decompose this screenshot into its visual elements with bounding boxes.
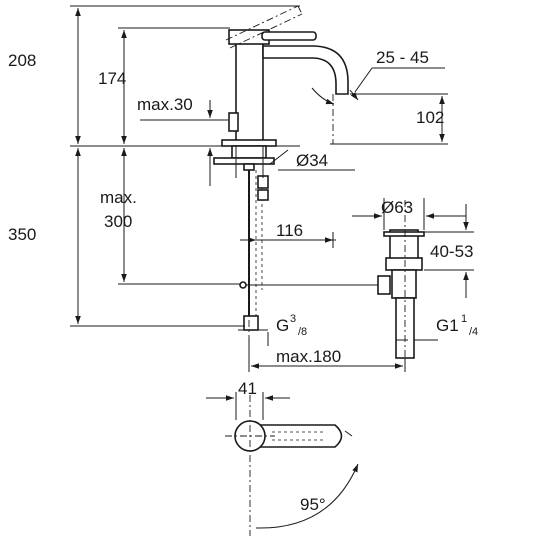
dim-aerator-height: 102 [416, 108, 444, 127]
base-plate [221, 139, 277, 147]
svg-text:G: G [276, 316, 289, 335]
svg-text:3: 3 [290, 313, 296, 325]
dimension-labels: 208 174 max.30 25 - 45 102 Ø34 max. 300 … [8, 48, 478, 514]
faucet-top-view [225, 395, 359, 536]
dim-hole-diameter: Ø34 [296, 151, 328, 170]
dim-waste-diameter: Ø63 [381, 198, 413, 217]
faucet-body [235, 39, 264, 144]
spout [262, 45, 349, 95]
dim-swivel-angle: 95° [300, 495, 326, 514]
popup-knob [228, 112, 239, 132]
dim-waste-thread: G1 1 /4 [436, 313, 478, 338]
lever-tilted-outline [225, 5, 303, 49]
spout-angle-arc [311, 87, 335, 105]
dim-max-30: max.30 [137, 95, 193, 114]
lever-handle [261, 31, 317, 41]
fixing-nut [231, 145, 267, 159]
svg-text:/8: /8 [298, 326, 307, 338]
svg-text:1: 1 [461, 313, 467, 325]
waste-assembly [377, 200, 425, 368]
svg-text:G1: G1 [436, 316, 459, 335]
dim-offset-116: 116 [276, 221, 303, 240]
swivel-arc [255, 463, 359, 529]
spout-top [249, 424, 343, 448]
dim-below-height: 350 [8, 225, 36, 244]
hose-connector [243, 315, 259, 331]
dim-max-label: max. [100, 188, 137, 207]
dim-inlet-thread: G 3 /8 [276, 313, 307, 338]
svg-text:/4: /4 [469, 326, 478, 338]
dim-max-300: 300 [104, 212, 132, 231]
dim-waste-range: 40-53 [430, 242, 473, 261]
dim-max-180: max.180 [276, 347, 341, 366]
dim-spout-height: 174 [98, 69, 126, 88]
dim-body-width: 41 [238, 379, 257, 398]
dim-total-height: 208 [8, 51, 36, 70]
dimension-lines [70, 5, 474, 420]
faucet-side-view [70, 5, 380, 345]
dim-tilt-angle: 25 - 45 [376, 48, 429, 67]
